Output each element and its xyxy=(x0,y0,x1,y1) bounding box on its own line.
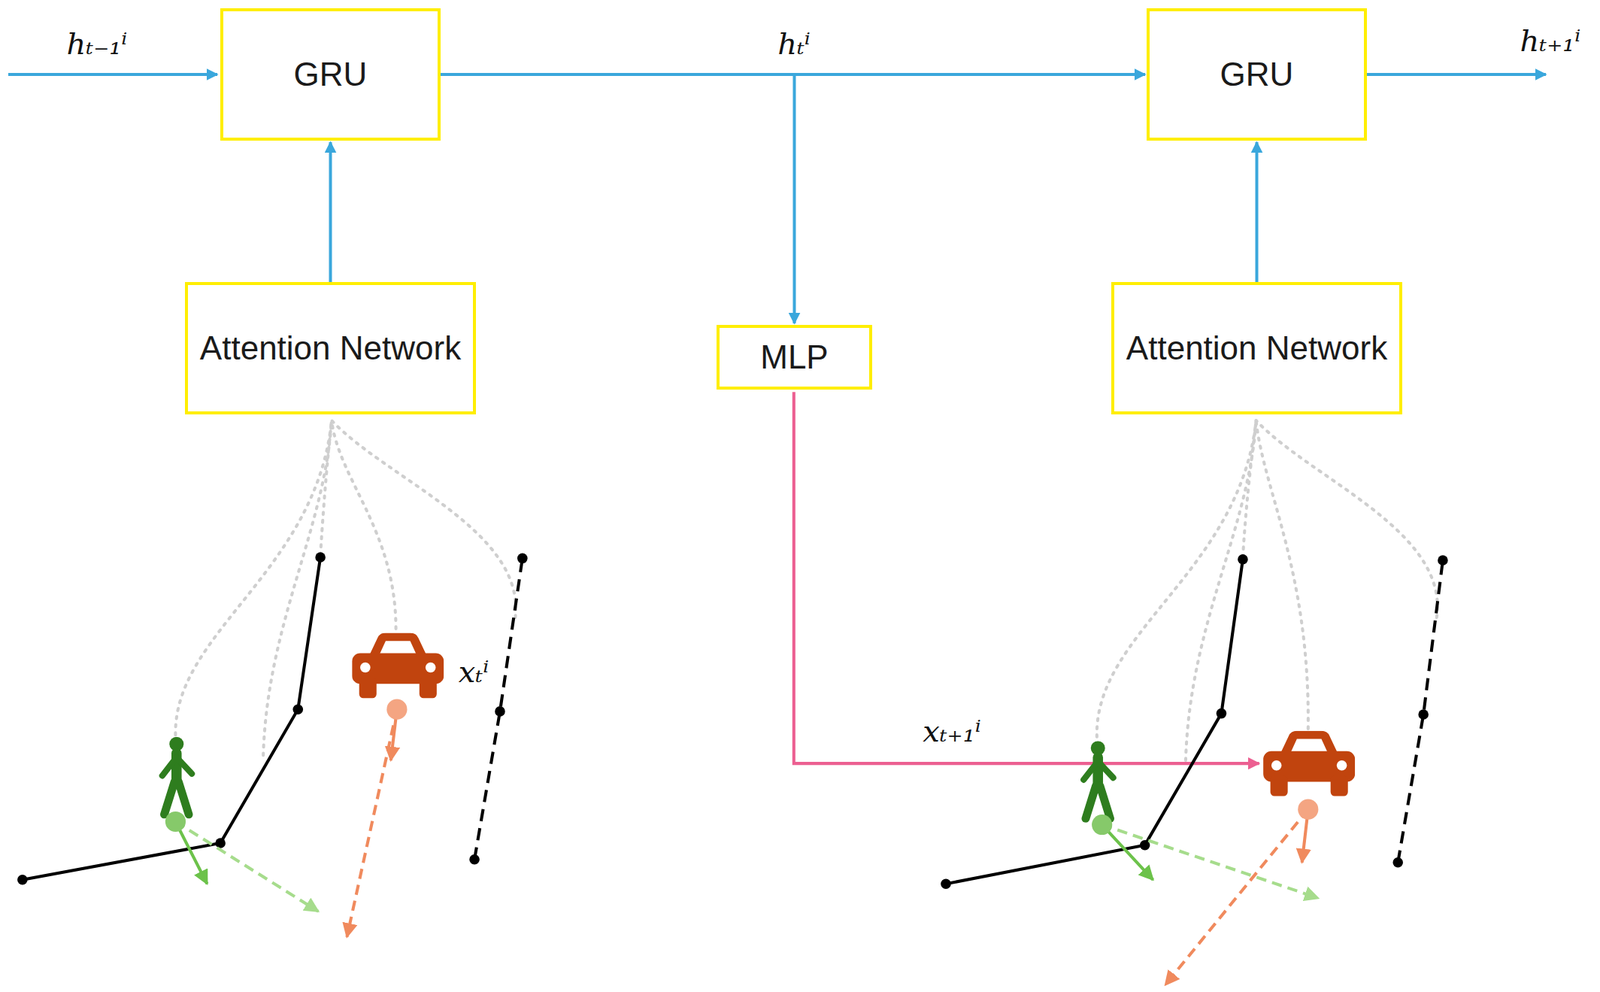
node-label: GRU xyxy=(1215,55,1299,94)
position-label: xₜⁱ xyxy=(455,653,492,690)
state-input-line xyxy=(8,72,218,76)
state-arrow xyxy=(1255,142,1259,282)
gru-cell: GRU xyxy=(220,8,441,141)
left-scene xyxy=(17,420,528,937)
node-label: Attention Network xyxy=(1121,329,1392,368)
edge-label: hₜⁱ xyxy=(774,25,814,62)
node-label: MLP xyxy=(755,338,833,377)
state-arrow xyxy=(329,142,333,282)
node-label: GRU xyxy=(289,55,373,94)
node-label: Attention Network xyxy=(195,329,466,368)
right-scene xyxy=(940,420,1448,985)
gru-cell: GRU xyxy=(1146,8,1367,141)
state-label: hₜ₊₁ⁱ xyxy=(1517,22,1585,59)
position-label: xₜ₊₁ⁱ xyxy=(919,712,985,749)
state-label: hₜ₋₁ⁱ xyxy=(63,25,131,62)
attention-box: Attention Network xyxy=(184,281,476,415)
state-arrow xyxy=(440,74,795,324)
prediction-line xyxy=(793,391,1260,764)
attention-box: Attention Network xyxy=(1111,281,1403,415)
mlp-box: MLP xyxy=(716,324,873,390)
state-output-line xyxy=(1366,72,1546,76)
